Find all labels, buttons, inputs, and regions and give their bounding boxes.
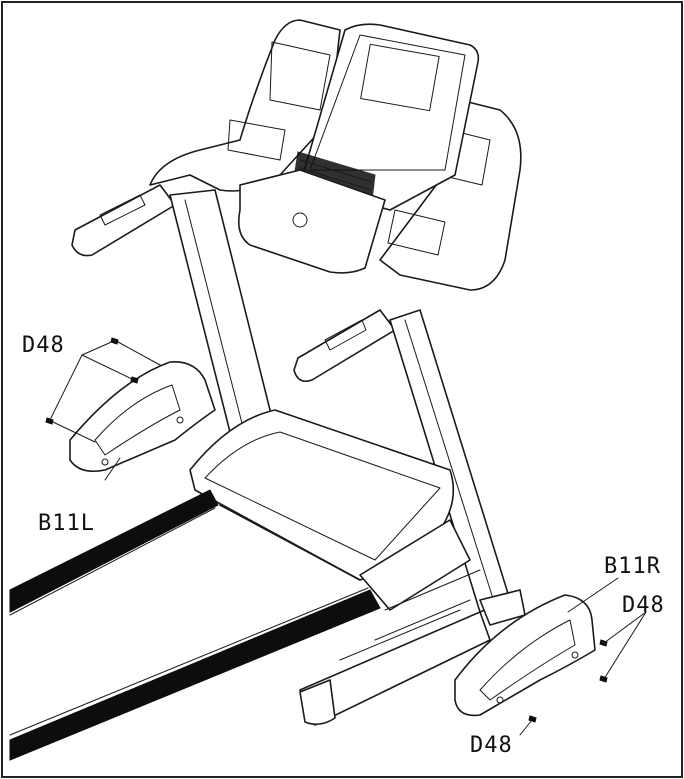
label-b11l: B11L: [38, 511, 95, 536]
console: [149, 19, 522, 291]
motor-hood: [189, 409, 471, 611]
side-cover-b11l: [69, 361, 216, 473]
label-d48-left: D48: [22, 333, 65, 358]
handlebars: [71, 184, 396, 383]
label-d48-right: D48: [622, 593, 665, 618]
label-b11r: B11R: [604, 554, 661, 579]
label-d48-bottom: D48: [470, 733, 513, 758]
screw-d48-bottom: [528, 715, 537, 723]
leader-lines: [49, 339, 647, 736]
uprights: [169, 189, 511, 613]
deck: [9, 489, 491, 761]
side-cover-b11r: [454, 589, 596, 717]
screw-d48-left-top: [110, 337, 161, 366]
screw-d48-left-low: [45, 417, 96, 443]
